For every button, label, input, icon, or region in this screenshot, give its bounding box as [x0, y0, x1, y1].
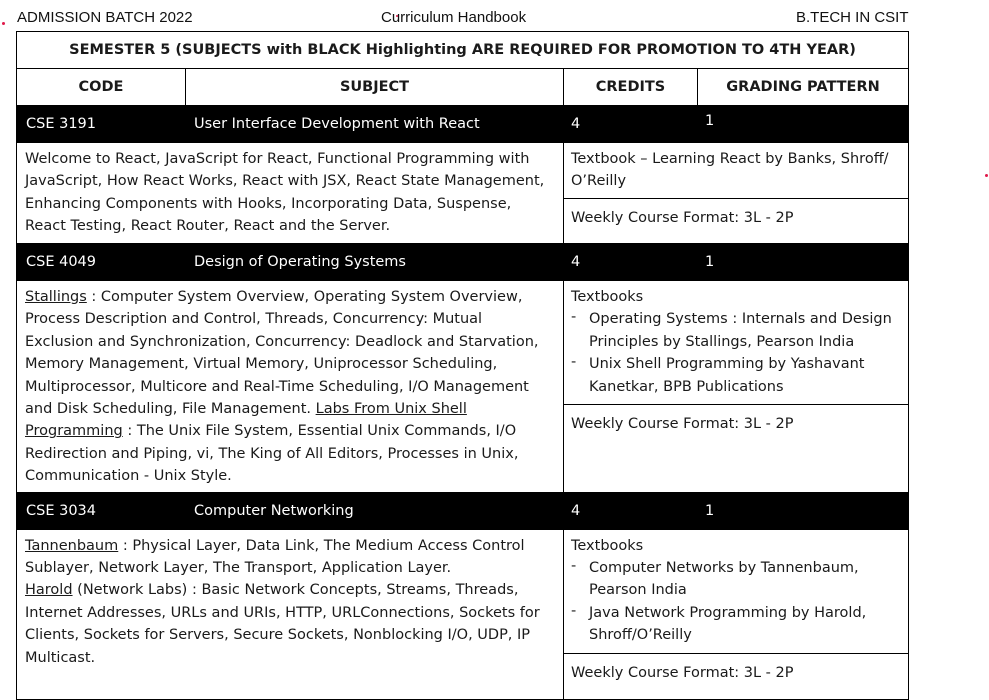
- textbook-reference: Textbook – Learning React by Banks, Shro…: [571, 151, 889, 190]
- subject-row: CSE 3034 Computer Networking 4 1: [16, 491, 910, 530]
- curriculum-table: SEMESTER 5 (SUBJECTS with BLACK Highligh…: [15, 31, 910, 700]
- syllabus-reference-link: Harold: [25, 582, 73, 599]
- header-program: B.TECH IN CSIT: [796, 9, 909, 26]
- textbook-list: Operating Systems : Internals and Design…: [571, 306, 900, 398]
- syllabus-topics: (Network Labs) : Basic Network Concepts,…: [25, 582, 540, 666]
- textbooks-label: Textbooks: [571, 289, 644, 305]
- subject-name: Computer Networking: [185, 491, 564, 530]
- header-batch: ADMISSION BATCH 2022: [17, 9, 193, 26]
- margin-marker-dot: [985, 174, 988, 177]
- course-format: Weekly Course Format: 3L - 2P: [564, 652, 909, 694]
- subject-row: CSE 3191 User Interface Development with…: [16, 105, 910, 143]
- syllabus-topics: : Physical Layer, Data Link, The Medium …: [25, 537, 525, 577]
- subject-detail-row: Welcome to React, JavaScript for React, …: [16, 142, 910, 244]
- textbooks-label: Textbooks: [571, 537, 644, 554]
- textbooks-block: Textbooks Computer Networks by Tannenbau…: [564, 530, 908, 653]
- syllabus-text: Stallings : Computer System Overview, Op…: [16, 280, 564, 493]
- textbooks-block: Textbooks Operating Systems : Internals …: [564, 281, 908, 404]
- subject-name: Design of Operating Systems: [185, 243, 564, 281]
- references-cell: Textbooks Operating Systems : Internals …: [562, 280, 910, 493]
- subject-name: User Interface Development with React: [185, 105, 564, 143]
- syllabus-topics: : Computer System Overview, Operating Sy…: [25, 289, 539, 418]
- header-title: Curriculum Handbook: [381, 9, 527, 26]
- semester-title: SEMESTER 5 (SUBJECTS with BLACK Highligh…: [15, 31, 910, 69]
- subject-credits: 4: [563, 491, 698, 530]
- syllabus-reference-link: Tannenbaum: [25, 537, 119, 554]
- syllabus-text: Welcome to React, JavaScript for React, …: [16, 142, 564, 244]
- subject-code: CSE 3191: [16, 105, 186, 143]
- references-cell: Textbook – Learning React by Banks, Shro…: [562, 142, 910, 244]
- syllabus-reference-link: Stallings: [25, 289, 87, 305]
- column-header-code: CODE: [16, 68, 186, 106]
- subject-row: CSE 4049 Design of Operating Systems 4 1: [16, 243, 910, 281]
- subject-grading: 1: [696, 105, 910, 143]
- subject-grading: 1: [696, 243, 910, 281]
- margin-marker-dot: [2, 22, 5, 25]
- subject-grading: 1: [696, 491, 910, 530]
- course-format: Weekly Course Format: 3L - 2P: [564, 404, 909, 445]
- textbook-list: Computer Networks by Tannenbaum, Pearson…: [571, 555, 900, 647]
- textbook-item: Java Network Programming by Harold, Shro…: [571, 600, 900, 647]
- subject-code: CSE 3034: [16, 491, 186, 530]
- textbook-item: Computer Networks by Tannenbaum, Pearson…: [571, 555, 900, 602]
- column-header-credits: CREDITS: [563, 68, 698, 106]
- subject-credits: 4: [563, 105, 698, 143]
- textbook-item: Operating Systems : Internals and Design…: [571, 306, 900, 353]
- course-format: Weekly Course Format: 3L - 2P: [564, 198, 909, 239]
- subject-detail-row: Stallings : Computer System Overview, Op…: [16, 280, 910, 493]
- subject-detail-row: Tannenbaum : Physical Layer, Data Link, …: [16, 528, 910, 700]
- subject-code: CSE 4049: [16, 243, 186, 281]
- textbook-item: Unix Shell Programming by Yashavant Kane…: [571, 351, 900, 398]
- syllabus-text: Tannenbaum : Physical Layer, Data Link, …: [16, 528, 564, 700]
- syllabus-reference-link: Labs From Unix Shell Programming: [25, 401, 467, 440]
- references-cell: Textbooks Computer Networks by Tannenbau…: [562, 528, 910, 700]
- column-header-grading: GRADING PATTERN: [696, 68, 910, 106]
- subject-credits: 4: [563, 243, 698, 281]
- cursor-marker-dot: [396, 15, 398, 17]
- syllabus-topics: : The Unix File System, Essential Unix C…: [25, 423, 519, 485]
- column-header-subject: SUBJECT: [185, 68, 564, 106]
